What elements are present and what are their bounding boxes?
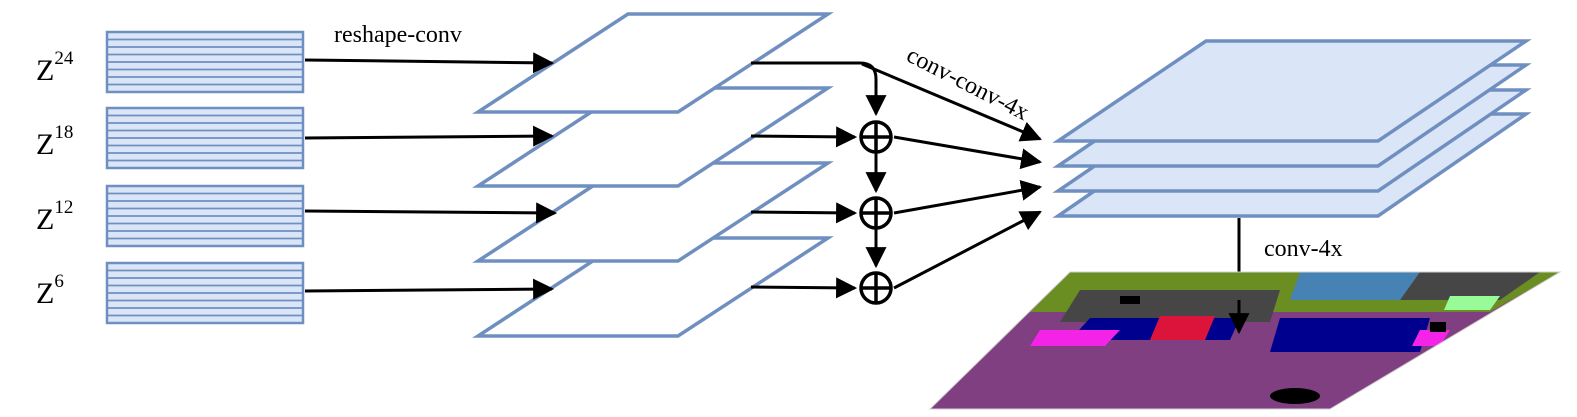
reshape-conv-label: reshape-conv (334, 22, 462, 48)
token-block-z24 (105, 30, 305, 94)
arrow-right-icon (893, 135, 1043, 170)
arrow-right-icon (893, 210, 1042, 290)
circled-plus-icon (859, 196, 893, 230)
upsampled-feature-stack (1052, 39, 1532, 218)
feature-plane-z24 (472, 12, 834, 114)
sum-nodes (859, 120, 893, 305)
stack-plane-1 (1052, 39, 1532, 143)
feature-plane-z18 (472, 86, 834, 188)
input-token-blocks (105, 30, 305, 325)
circled-plus-icon (859, 271, 893, 305)
token-block-z6 (105, 261, 305, 325)
input-label-z6: Z6 (36, 271, 64, 310)
fusion-arrows (750, 61, 1043, 299)
arrow-right-icon (750, 202, 858, 224)
arrow-right-icon (304, 278, 555, 300)
feature-plane-z12 (472, 161, 834, 263)
input-label-z18: Z18 (36, 122, 73, 161)
arrow-right-icon (304, 125, 555, 147)
token-block-z12 (105, 184, 305, 248)
reshape-arrows (304, 52, 558, 300)
input-label-z24: Z24 (36, 48, 74, 87)
segmentation-map-image (930, 272, 1560, 409)
arrow-right-icon (304, 202, 558, 224)
conv-4x-label: conv-4x (1264, 236, 1343, 262)
token-block-z18 (105, 106, 305, 170)
arrow-right-icon (893, 179, 1043, 215)
arrow-right-icon (304, 52, 555, 74)
segmentation-map-border (928, 271, 1562, 410)
input-labels: Z24 Z18 Z12 Z6 (36, 48, 74, 310)
arrow-right-icon (750, 277, 858, 299)
feature-plane-z6 (472, 236, 834, 338)
feature-planes (472, 12, 834, 338)
circled-plus-icon (859, 120, 893, 154)
conv-conv-4x-label: conv-conv-4x (902, 42, 1033, 126)
arrow-right-icon (750, 126, 858, 148)
input-label-z12: Z12 (36, 197, 73, 236)
arrow-right-icon (861, 62, 1042, 142)
